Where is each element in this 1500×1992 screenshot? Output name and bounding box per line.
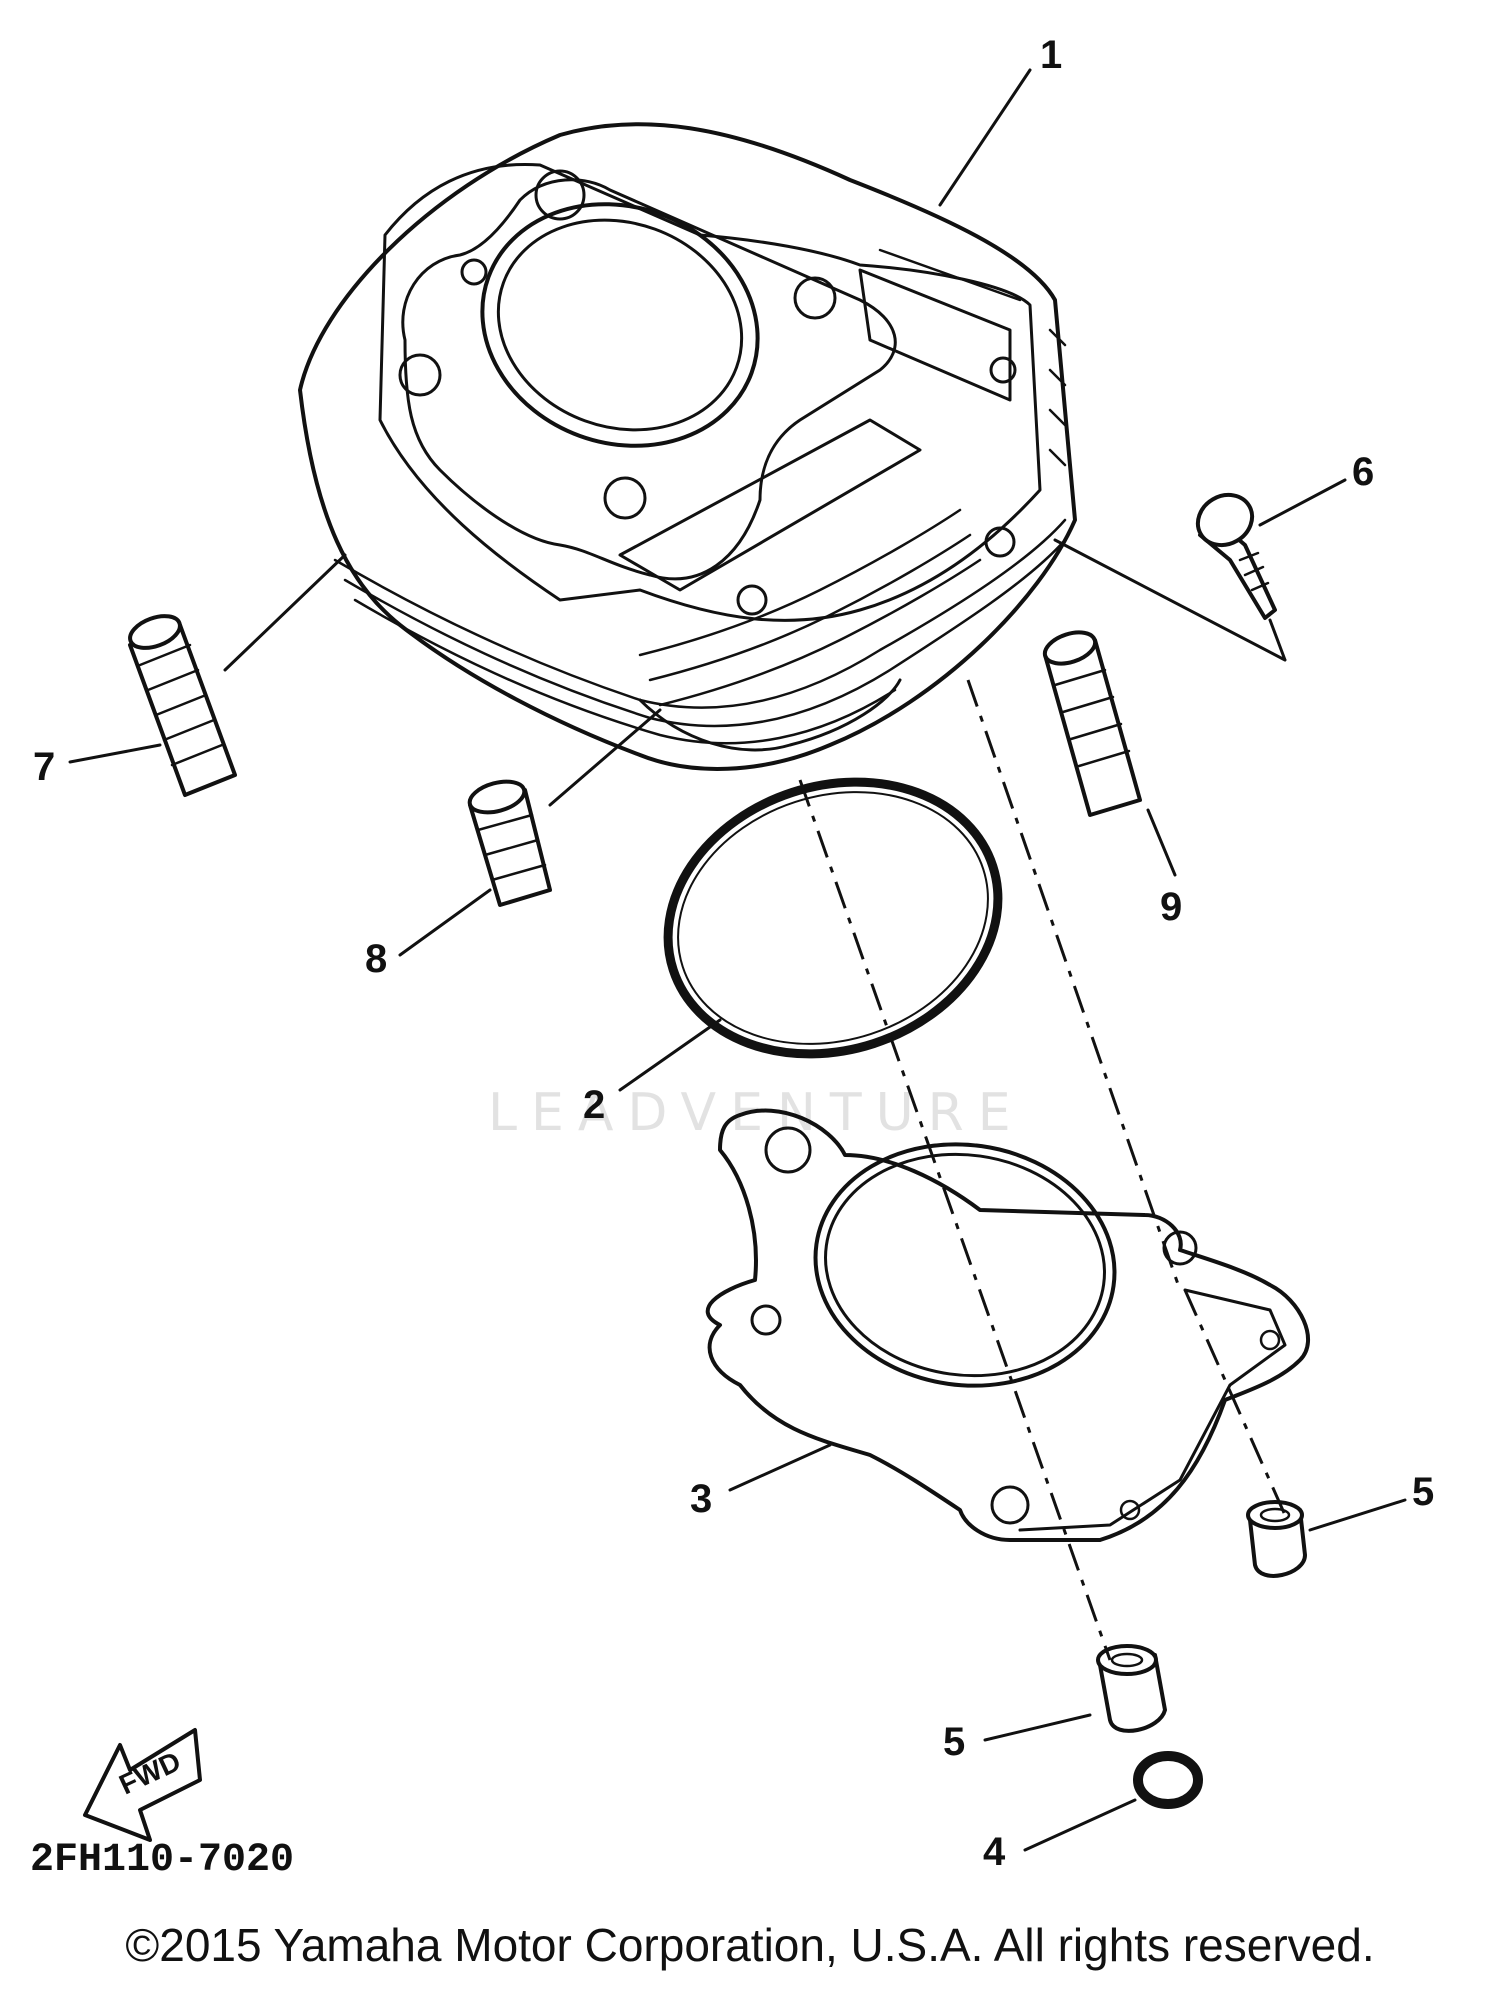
centerline-right — [966, 679, 1182, 1291]
stud-9 — [1042, 630, 1142, 817]
leader-8-target — [548, 708, 662, 807]
leader-7-target — [223, 553, 347, 672]
leader-6-target — [1053, 538, 1287, 662]
leader-5-right — [1308, 1498, 1407, 1532]
leader-5-bottom — [983, 1713, 1092, 1742]
bolt — [1195, 492, 1277, 620]
leader-7 — [68, 743, 162, 764]
callout-5-right: 5 — [1412, 1470, 1434, 1514]
callout-8: 8 — [365, 937, 387, 981]
callout-9: 9 — [1160, 885, 1182, 929]
leader-2 — [618, 1018, 722, 1092]
leader-3 — [728, 1443, 832, 1492]
watermark: LEADVENTURE — [488, 1083, 1025, 1143]
part-code: 2FH110-7020 — [30, 1838, 294, 1883]
callout-2: 2 — [583, 1083, 605, 1127]
leader-6 — [1258, 478, 1347, 527]
centerline-right-lower — [1183, 1289, 1287, 1516]
copyright-notice: ©2015 Yamaha Motor Corporation, U.S.A. A… — [125, 1919, 1375, 1971]
callout-1: 1 — [1040, 33, 1062, 77]
callout-3: 3 — [690, 1477, 712, 1521]
watermark-text: LEADVENTURE — [488, 1083, 1025, 1143]
dowel-pin-right — [1246, 1500, 1307, 1578]
callout-5-bottom: 5 — [943, 1720, 965, 1764]
fwd-arrow-icon: FWD — [83, 1728, 202, 1842]
leader-1 — [938, 68, 1032, 207]
leader-9 — [1146, 808, 1177, 877]
callout-6: 6 — [1352, 450, 1374, 494]
leader-4 — [1023, 1798, 1137, 1852]
stud-7 — [128, 614, 237, 797]
callout-7: 7 — [33, 745, 55, 789]
centerline-left — [798, 779, 1112, 1661]
o-ring — [663, 777, 1003, 1059]
leader-8 — [398, 888, 492, 957]
cylinder-gasket — [705, 1108, 1311, 1542]
callout-4: 4 — [983, 1830, 1006, 1874]
stud-8 — [467, 779, 552, 907]
dowel-pin-bottom — [1096, 1644, 1167, 1733]
cylinder-body — [298, 122, 1077, 771]
small-o-ring — [1133, 1751, 1203, 1809]
